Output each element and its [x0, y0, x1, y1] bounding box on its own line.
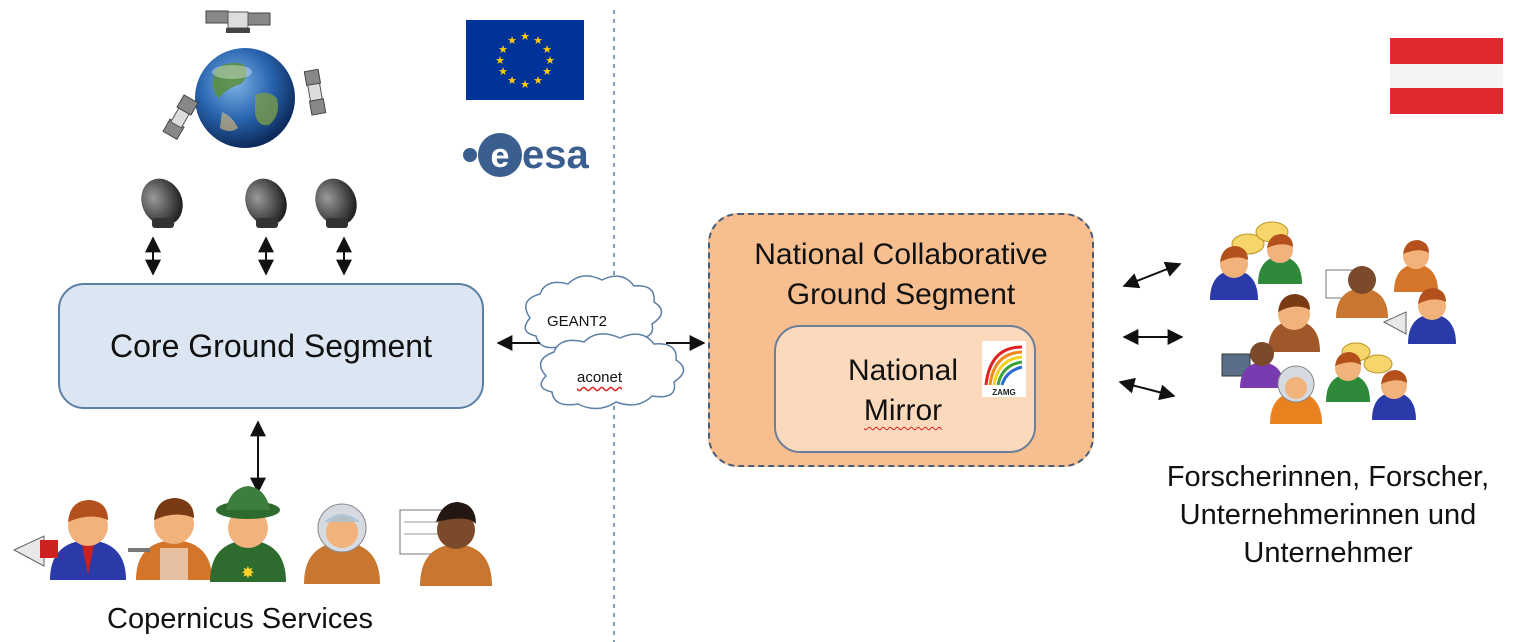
- svg-text:★: ★: [498, 65, 508, 78]
- person-megaphone-icon: [1382, 288, 1456, 344]
- satellite-icon: [162, 94, 199, 141]
- earth-globe-icon: [195, 48, 295, 148]
- geant2-label: GEANT2: [547, 313, 608, 330]
- svg-text:★: ★: [542, 43, 552, 56]
- national-title-line1: National Collaborative: [754, 238, 1048, 271]
- person-worker-icon: [1394, 240, 1438, 292]
- arrow-national-users-1: [1122, 261, 1182, 289]
- national-segment-title: National Collaborative Ground Segment: [710, 235, 1092, 315]
- aconet-label: aconet: [577, 369, 623, 386]
- svg-text:★: ★: [507, 74, 517, 87]
- svg-text:★: ★: [520, 78, 530, 91]
- satellite-dish-icon: [141, 178, 183, 228]
- svg-text:e: e: [491, 137, 510, 175]
- person-businessman-icon: [1210, 246, 1258, 300]
- satellite-icon: [303, 68, 327, 116]
- core-ground-segment-box: Core Ground Segment: [58, 283, 484, 409]
- eu-flag-icon: ★★★ ★★★ ★★★ ★★★: [466, 20, 584, 100]
- esa-logo-text: esa: [522, 133, 589, 177]
- national-mirror-label: National Mirror: [828, 351, 978, 431]
- svg-text:★: ★: [542, 65, 552, 78]
- satellite-icon: [205, 10, 271, 33]
- person-businessman-icon: [1372, 370, 1416, 420]
- cloud-icon: [539, 333, 685, 410]
- person-megaphone-icon: [12, 500, 126, 580]
- national-collaborative-ground-segment-box: National Collaborative Ground Segment Na…: [708, 213, 1094, 467]
- satellite-dish-icon: [245, 178, 287, 228]
- arrow-national-users-3: [1118, 377, 1176, 401]
- svg-text:★: ★: [545, 54, 555, 67]
- national-mirror-box: National Mirror ZAMG: [774, 325, 1036, 453]
- person-businessman-icon: [1258, 234, 1302, 284]
- svg-text:★: ★: [520, 30, 530, 43]
- users-caption-line1: Forscherinnen, Forscher,: [1166, 461, 1490, 493]
- austria-flag-icon: [1390, 38, 1503, 114]
- person-worker-icon: [1268, 294, 1320, 352]
- users-caption-line2: Unternehmerinnen und: [1179, 499, 1477, 531]
- users-caption: Forscherinnen, Forscher, Unternehmerinne…: [1130, 458, 1526, 572]
- core-ground-segment-label: Core Ground Segment: [110, 327, 432, 364]
- esa-logo-icon: e esa: [463, 133, 589, 177]
- zamg-logo-text: ZAMG: [992, 388, 1016, 397]
- person-presenter-icon: [1325, 266, 1388, 318]
- zamg-logo-icon: ZAMG: [982, 341, 1026, 397]
- person-astronaut-icon: [1270, 365, 1322, 424]
- person-worker-icon: [128, 498, 212, 580]
- svg-text:★: ★: [533, 34, 543, 47]
- svg-text:★: ★: [533, 74, 543, 87]
- svg-text:★: ★: [507, 34, 517, 47]
- person-businessman-icon: [1326, 352, 1370, 402]
- person-computer-icon: [1221, 342, 1284, 388]
- person-ranger-icon: ✸: [210, 486, 286, 582]
- person-presenter-icon: [399, 502, 492, 586]
- satellite-dish-icon: [315, 178, 357, 228]
- svg-text:✸: ✸: [241, 563, 254, 582]
- svg-text:★: ★: [495, 54, 505, 67]
- national-title-line2: Ground Segment: [786, 278, 1016, 311]
- mirror-line1: National: [847, 354, 959, 387]
- person-astronaut-icon: [304, 503, 380, 584]
- copernicus-services-caption: Copernicus Services: [107, 603, 373, 635]
- users-caption-line3: Unternehmer: [1243, 537, 1413, 569]
- svg-text:★: ★: [498, 43, 508, 56]
- mirror-line2: Mirror: [863, 394, 943, 427]
